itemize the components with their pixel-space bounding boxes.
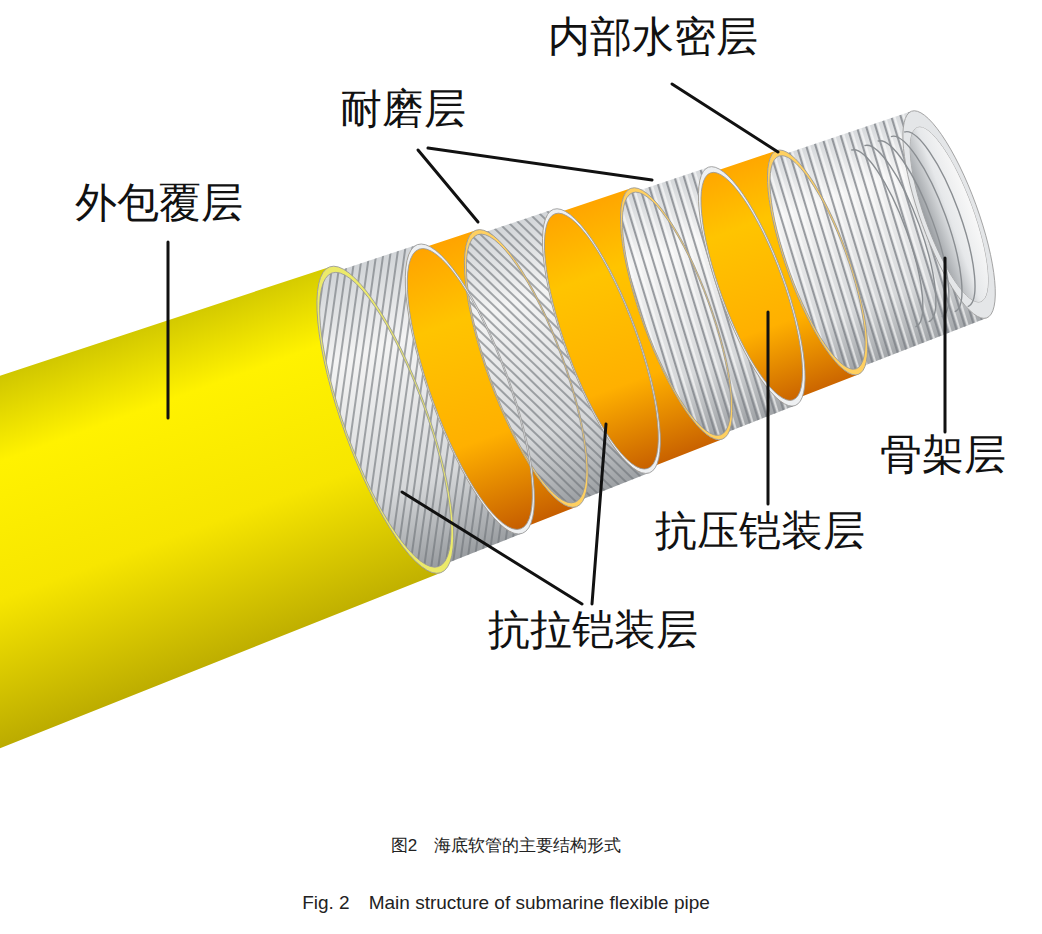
part-name: 外包覆层 (75, 180, 243, 226)
leader-line (418, 150, 478, 222)
outer-sheath-layer (0, 246, 448, 843)
leader-line (167, 242, 170, 418)
part-name: 耐磨层 (340, 86, 466, 132)
layer-end-face (519, 197, 683, 485)
leader-line (402, 492, 582, 604)
layer-end-face (290, 252, 481, 587)
pipe-bore (895, 119, 1004, 310)
leader-line (428, 148, 652, 180)
leader-line (767, 312, 770, 504)
part-name: 抗拉铠装层 (488, 607, 698, 653)
part-name: 内部水密层 (548, 14, 758, 60)
part-name: 抗压铠装层 (655, 508, 865, 554)
leader-line (672, 84, 778, 152)
carcass-spiral (851, 142, 938, 327)
leader-line (944, 258, 947, 432)
layer-end-face (380, 231, 560, 547)
figure-caption: 图2 海底软管的主要结构形式 (391, 834, 621, 857)
carcass-spiral (864, 137, 951, 321)
leader-line (592, 424, 606, 604)
part-name: 骨架层 (880, 432, 1006, 478)
layer-end-face (598, 176, 755, 451)
figure-caption: Fig. 2 Main structure of submarine flexi… (302, 890, 710, 916)
layer-end-face (677, 156, 826, 417)
